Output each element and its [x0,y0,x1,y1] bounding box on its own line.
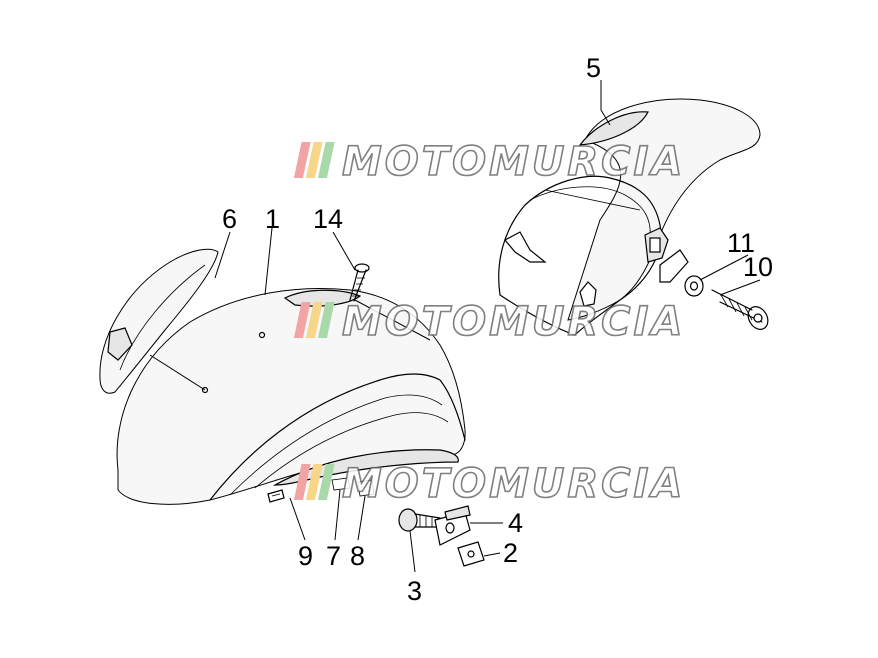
callout-11: 11 [727,228,755,258]
watermark-stripe [293,464,311,500]
watermark-stripes [293,302,335,338]
watermark-stripes [293,464,335,500]
watermark-stripes [293,142,335,178]
watermark-stripe [305,302,323,338]
watermark-stripe [317,464,335,500]
clip-icon [434,505,471,546]
watermark: MOTOMURCIA [293,460,685,508]
screw-icon [398,508,441,532]
watermark-text: MOTOMURCIA [342,139,685,185]
clip-icon [331,477,351,491]
callout-2: 2 [503,538,518,568]
watermark-text: MOTOMURCIA [342,299,685,345]
screw-icon [267,489,285,503]
callout-1: 1 [265,204,280,234]
watermark: MOTOMURCIA [293,138,685,186]
front-mudguard-icon [116,288,466,505]
callout-4: 4 [508,508,523,538]
leader-lines [149,80,761,573]
emblem-icon [99,248,219,394]
callout-14: 14 [313,204,343,234]
watermark: MOTOMURCIA [293,298,685,346]
watermark-text: MOTOMURCIA [342,461,685,507]
watermark-stripe [293,142,311,178]
washer-icon [684,275,704,297]
watermark-stripe [317,142,335,178]
screw-icon [711,289,769,330]
callout-7: 7 [326,541,341,571]
callout-10: 10 [743,252,773,282]
watermark-stripe [317,302,335,338]
screw-icon [349,263,370,302]
callout-6: 6 [222,204,237,234]
clip-icon [457,541,485,567]
callout-8: 8 [350,541,365,571]
watermark-stripe [293,302,311,338]
watermark-stripe [305,142,323,178]
callout-3: 3 [407,576,422,606]
watermark-stripe [305,464,323,500]
callout-5: 5 [586,53,601,83]
rear-mudguard-icon [498,98,761,336]
clip-icon [357,479,375,497]
callout-9: 9 [298,541,313,571]
callout-labels: 5 6 1 14 11 10 4 2 3 9 7 8 [222,53,773,606]
